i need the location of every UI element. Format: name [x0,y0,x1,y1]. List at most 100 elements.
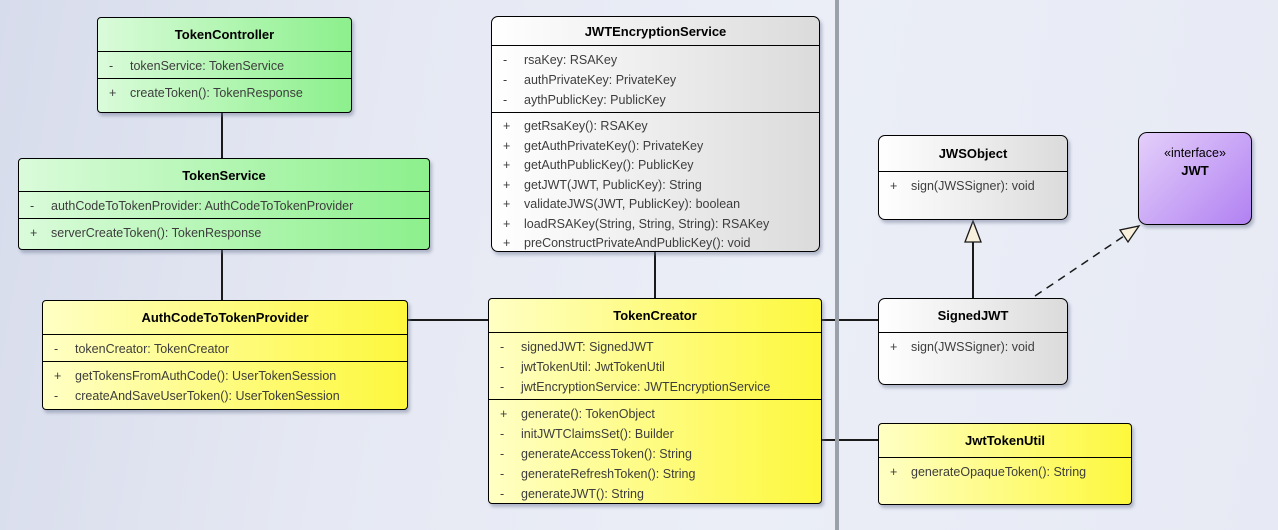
visibility-symbol: - [500,360,505,374]
class-tokencreator[interactable]: TokenCreator - signedJWT: SignedJWT - jw… [488,298,822,504]
operation-row: - initJWTClaimsSet(): Builder [493,424,817,444]
visibility-symbol: + [54,369,62,383]
visibility-symbol: - [503,53,508,67]
edge-tokenservice-authcodetotokenprovider [221,250,223,300]
operation-text: generateJWT(): String [521,487,644,501]
visibility-symbol: + [503,119,511,133]
attribute-row: - jwtEncryptionService: JWTEncryptionSer… [493,377,817,397]
class-name: TokenController [174,27,275,42]
class-name: JwtTokenUtil [965,433,1045,448]
attribute-row: - authPrivateKey: PrivateKey [496,70,815,90]
class-jwt-interface[interactable]: «interface» JWT [1138,132,1252,225]
visibility-symbol: + [890,179,898,193]
operation-row: + getTokensFromAuthCode(): UserTokenSess… [47,366,403,386]
visibility-symbol: - [54,389,59,403]
attribute-row: - rsaKey: RSAKey [496,50,815,70]
operation-text: getAuthPublicKey(): PublicKey [524,158,694,172]
visibility-symbol: + [30,226,38,240]
class-name: TokenCreator [613,308,697,323]
visibility-symbol: - [30,199,35,213]
visibility-symbol: + [503,177,511,192]
stereotype-label: «interface» [1164,146,1226,160]
attribute-text: authCodeToTokenProvider: AuthCodeToToken… [51,199,354,213]
attribute-row: - aythPublicKey: PublicKey [496,90,815,110]
edge-tokencontroller-tokenservice [221,113,223,158]
operation-row: + getJWT(JWT, PublicKey): String [496,176,815,196]
operation-row: + getRsaKey(): RSAKey [496,117,815,137]
class-jwttokenutil[interactable]: JwtTokenUtil + generateOpaqueToken(): St… [878,423,1132,505]
edge-tokencreator-signedjwt [822,319,878,321]
class-signedjwt[interactable]: SignedJWT + sign(JWSSigner): void [878,298,1068,385]
class-name: SignedJWT [937,308,1009,323]
visibility-symbol: + [503,236,511,250]
generalization-arrow-icon [964,219,982,243]
class-name: TokenService [182,167,266,183]
operation-text: createAndSaveUserToken(): UserTokenSessi… [75,389,340,403]
operation-text: sign(JWSSigner): void [911,179,1035,193]
operation-row: - generateRefreshToken(): String [493,464,817,484]
operation-row: + preConstructPrivateAndPublicKey(): voi… [496,234,815,254]
operation-row: + createToken(): TokenResponse [102,83,347,103]
visibility-symbol: + [890,465,898,479]
operation-row: + sign(JWSSigner): void [883,337,1063,357]
operation-text: getJWT(JWT, PublicKey): String [524,177,702,192]
operation-row: + getAuthPrivateKey(): PrivateKey [496,137,815,157]
operation-text: getRsaKey(): RSAKey [524,119,648,133]
attribute-row: - jwtTokenUtil: JwtTokenUtil [493,357,817,377]
visibility-symbol: - [500,487,505,501]
operation-text: initJWTClaimsSet(): Builder [521,427,674,441]
visibility-symbol: + [503,197,511,211]
operation-row: + sign(JWSSigner): void [883,176,1063,196]
visibility-symbol: - [500,467,505,481]
edge-authcodetotokenprovider-tokencreator [408,319,488,321]
operation-text: generateRefreshToken(): String [521,467,696,481]
attribute-text: aythPublicKey: PublicKey [524,93,666,107]
operation-text: preConstructPrivateAndPublicKey(): void [524,236,751,250]
visibility-symbol: + [109,86,117,100]
visibility-symbol: - [500,380,505,394]
class-name: JWSObject [938,146,1008,161]
operation-text: getAuthPrivateKey(): PrivateKey [524,138,704,153]
operation-text: sign(JWSSigner): void [911,340,1035,354]
visibility-symbol: + [503,158,511,172]
operation-text: generateAccessToken(): String [521,447,692,461]
visibility-symbol: - [500,340,505,354]
class-jwtencryptionservice[interactable]: JWTEncryptionService - rsaKey: RSAKey - … [491,16,820,252]
class-name: JWT [1181,163,1209,178]
operation-text: generateOpaqueToken(): String [911,465,1087,479]
attribute-text: jwtEncryptionService: JWTEncryptionServi… [521,380,771,394]
edge-tokencreator-jwttokenutil [822,439,878,441]
visibility-symbol: - [500,427,505,441]
realization-dashed-line [1034,235,1125,297]
attribute-text: signedJWT: SignedJWT [521,340,654,354]
class-jwsobject[interactable]: JWSObject + sign(JWSSigner): void [878,135,1068,220]
edge-signedjwt-jwsobject [972,240,974,298]
visibility-symbol: + [503,138,511,153]
operation-text: loadRSAKey(String, String, String): RSAK… [524,216,770,231]
attribute-text: rsaKey: RSAKey [524,53,618,67]
attribute-text: tokenCreator: TokenCreator [75,342,230,356]
visibility-symbol: + [890,340,898,354]
operation-row: + validateJWS(JWT, PublicKey): boolean [496,195,815,215]
operation-text: getTokensFromAuthCode(): UserTokenSessio… [75,369,337,383]
attribute-row: - signedJWT: SignedJWT [493,337,817,357]
class-name: JWTEncryptionService [584,23,727,39]
class-authcodetotokenprovider[interactable]: AuthCodeToTokenProvider - tokenCreator: … [42,300,408,410]
edge-jwtencryptionservice-tokencreator [654,252,656,298]
class-tokenservice[interactable]: TokenService - authCodeToTokenProvider: … [18,158,430,250]
visibility-symbol: - [109,59,114,73]
operation-row: + getAuthPublicKey(): PublicKey [496,156,815,176]
visibility-symbol: + [503,216,511,231]
visibility-symbol: - [503,93,508,107]
attribute-text: tokenService: TokenService [130,59,285,73]
visibility-symbol: + [500,407,508,421]
attribute-row: - tokenService: TokenService [102,56,347,76]
operation-row: + generate(): TokenObject [493,404,817,424]
class-name: AuthCodeToTokenProvider [141,310,309,325]
class-tokencontroller[interactable]: TokenController - tokenService: TokenSer… [97,17,352,113]
operation-row: - generateAccessToken(): String [493,444,817,464]
operation-row: + generateOpaqueToken(): String [883,462,1127,482]
operation-text: serverCreateToken(): TokenResponse [51,226,262,240]
operation-row: - generateJWT(): String [493,484,817,504]
